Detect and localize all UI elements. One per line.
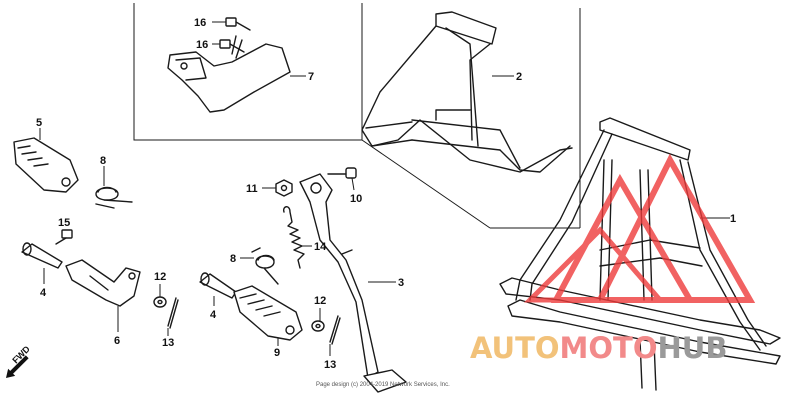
part-14-spring [282, 206, 312, 269]
part-12-washer-left [153, 284, 167, 308]
watermark-part2: MOTO [560, 331, 658, 365]
part-11-nut [262, 179, 293, 197]
watermark-part1: AUTO [470, 331, 560, 365]
inset-frame-bottom-right [361, 139, 491, 229]
callout-3: 3 [398, 277, 404, 289]
part-10-bolt [327, 167, 357, 191]
callout-16-lower: 16 [196, 39, 208, 51]
part-16-bolt-lower [212, 39, 245, 53]
part-13-cotter-left [167, 297, 179, 336]
part-4-pin-right [199, 272, 237, 306]
callout-6: 6 [114, 335, 120, 347]
callout-13-right: 13 [324, 359, 336, 371]
callout-14: 14 [314, 241, 327, 253]
watermark-text: AUTOMOTOHUB [470, 331, 727, 365]
fwd-arrow-icon [6, 355, 29, 378]
callout-8-right: 8 [230, 253, 236, 265]
watermark-part3: HUB [658, 331, 728, 365]
part-16-bolt-upper [212, 17, 251, 31]
part-12-washer-right [311, 308, 325, 332]
part-3-side-stand [299, 173, 407, 393]
part-8-spring-left [95, 166, 133, 209]
callout-13-left: 13 [162, 337, 174, 349]
callout-12-left: 12 [154, 271, 166, 283]
callouts: 1 2 3 4 4 5 6 7 8 8 9 10 11 12 12 13 13 … [36, 17, 736, 371]
callout-15: 15 [58, 217, 70, 229]
part-2-stand [361, 11, 573, 173]
copyright-notice: Page design (c) 2004-2019 Network Servic… [316, 382, 450, 388]
callout-4-left: 4 [40, 287, 47, 299]
callout-2: 2 [516, 71, 522, 83]
inset-frame [133, 3, 363, 141]
watermark-logo-icon [523, 153, 756, 303]
callout-12-right: 12 [314, 295, 326, 307]
part-5-footpeg [13, 128, 79, 193]
callout-8-left: 8 [100, 155, 106, 167]
part-4-pin-left [21, 242, 63, 284]
part-7-bracket [167, 35, 306, 113]
callout-1: 1 [730, 213, 736, 225]
callout-10: 10 [350, 193, 362, 205]
callout-9: 9 [274, 347, 280, 359]
callout-5: 5 [36, 117, 42, 129]
part-6-bracket [65, 259, 141, 332]
callout-11: 11 [246, 183, 258, 195]
callout-4-right: 4 [210, 309, 217, 321]
part-15-bolt [55, 229, 73, 245]
part-8-spring-right [240, 247, 279, 285]
part-9-footpeg [233, 285, 303, 346]
callout-16-upper: 16 [194, 17, 206, 29]
callout-7: 7 [308, 71, 314, 83]
part-13-cotter-right [329, 315, 341, 356]
